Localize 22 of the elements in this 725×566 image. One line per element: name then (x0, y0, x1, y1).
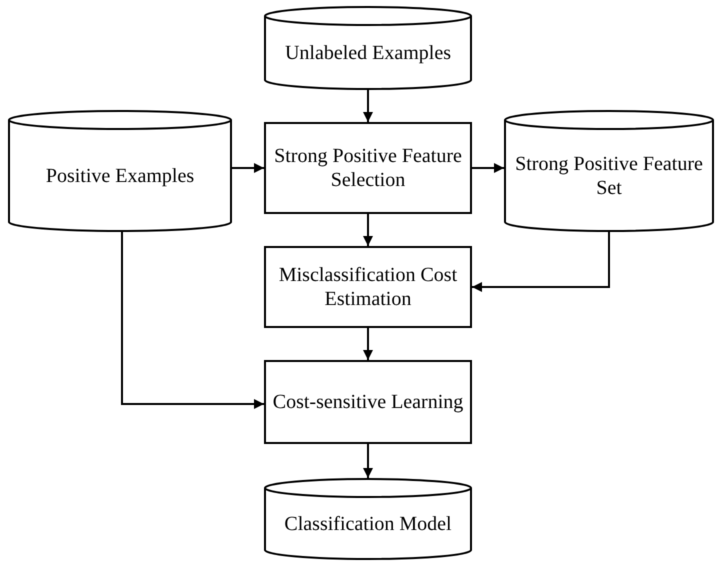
arrow (472, 232, 610, 292)
arrow (472, 163, 504, 173)
node-label: Positive Examples (44, 164, 196, 188)
arrow (363, 444, 373, 478)
database-cylinder (264, 478, 472, 560)
arrow (121, 232, 264, 409)
node-label: Strong Positive Feature Set (514, 152, 704, 200)
node-label: Cost-sensitive Learning (272, 390, 464, 414)
process-box (264, 360, 472, 444)
process-box (264, 246, 472, 328)
database-cylinder (504, 110, 714, 232)
database-cylinder (8, 110, 232, 232)
arrow (363, 90, 373, 122)
arrow (363, 214, 373, 246)
arrow (363, 328, 373, 360)
arrow (232, 163, 264, 173)
node-label: Classification Model (283, 512, 453, 536)
node-label: Unlabeled Examples (284, 40, 452, 64)
database-cylinder (264, 6, 472, 90)
node-label: Misclassification Cost Estimation (278, 263, 458, 311)
node-label: Strong Positive Feature Selection (273, 144, 463, 192)
process-box (264, 122, 472, 214)
